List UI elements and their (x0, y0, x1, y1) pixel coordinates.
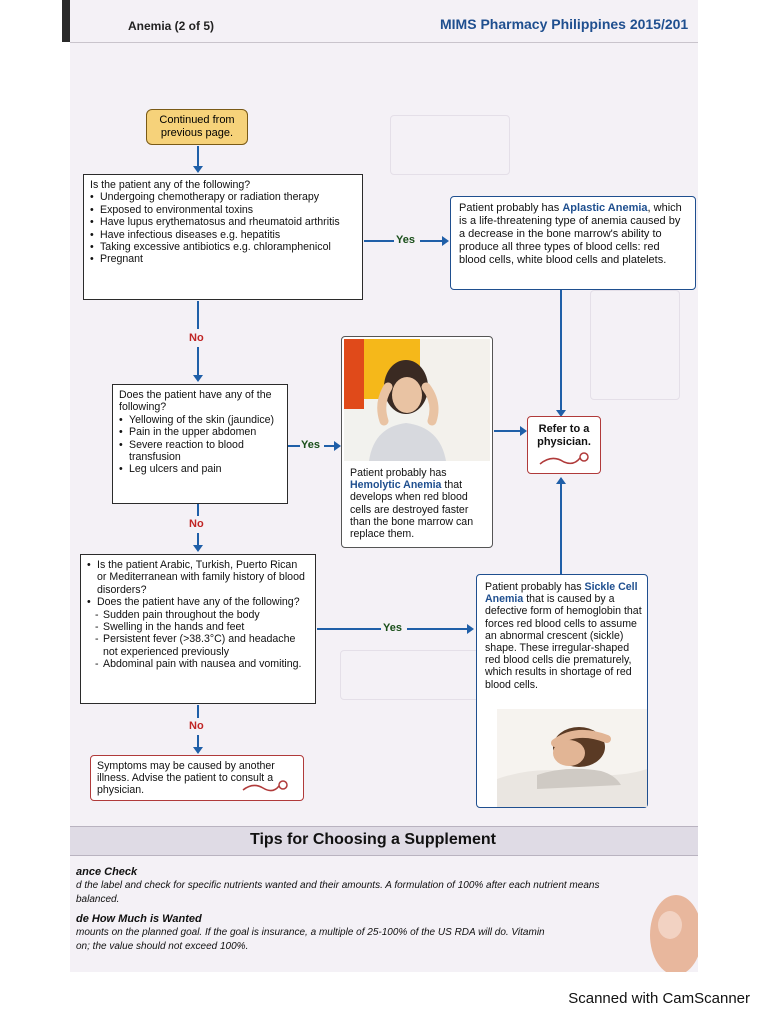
flow-connector (560, 484, 562, 574)
result-box-sickle-cell-anemia: Patient probably has Sickle Cell Anemia … (476, 574, 648, 808)
arrow-head (193, 375, 203, 382)
stethoscope-icon (539, 452, 589, 465)
flow-connector (197, 347, 199, 375)
arrow-head (442, 236, 449, 246)
arrow-head (334, 441, 341, 451)
arrow-head (193, 545, 203, 552)
arrow-head (193, 166, 203, 173)
sub-list-item: Sudden pain throughout the body (95, 609, 309, 622)
condition-name: Hemolytic Anemia (350, 479, 442, 492)
result-text-pre: Patient probably has (485, 581, 585, 593)
question-box-sickle-risk: Is the patient Arabic, Turkish, Puerto R… (80, 554, 316, 704)
list-item: Taking excessive antibiotics e.g. chlora… (90, 241, 356, 254)
list-item: Severe reaction to blood transfusion (119, 439, 281, 464)
sub-list-item: Persistent fever (>38.3°C) and headache … (95, 633, 309, 658)
continued-note: Continued from previous page. (146, 109, 248, 145)
list-item: Have infectious diseases e.g. hepatitis (90, 229, 356, 242)
flow-connector (364, 240, 394, 242)
stethoscope-icon (242, 780, 288, 792)
scanned-page: Anemia (2 of 5) MIMS Pharmacy Philippine… (70, 0, 698, 972)
result-box-aplastic-anemia: Patient probably has Aplastic Anemia, wh… (450, 196, 696, 290)
arrow-head (520, 426, 527, 436)
header-rule (70, 42, 698, 43)
arrow-head (556, 410, 566, 417)
condition-name: Sickle Cell Anemia (485, 581, 638, 606)
question-box-risk-factors: Is the patient any of the following? Und… (83, 174, 363, 300)
question-box-symptoms: Does the patient have any of the followi… (112, 384, 288, 504)
list-item: Pregnant (90, 253, 356, 266)
no-label: No (189, 518, 204, 530)
arrow-head (467, 624, 474, 634)
yes-label: Yes (396, 234, 415, 246)
photo-woman-lying-ill (497, 709, 647, 807)
no-label: No (189, 720, 204, 732)
list-item: Undergoing chemotherapy or radiation the… (90, 191, 356, 204)
yes-label: Yes (301, 439, 320, 451)
flow-connector (197, 735, 199, 747)
result-text-post: that is caused by a defective form of he… (485, 593, 642, 691)
sub-list-item: Abdominal pain with nausea and vomiting. (95, 658, 309, 671)
tip-heading: ance Check (76, 866, 138, 878)
flow-connector (288, 445, 300, 447)
advice-text: Symptoms may be caused by another illnes… (97, 760, 275, 796)
tip-heading: de How Much is Wanted (76, 913, 202, 925)
scanner-watermark: Scanned with CamScanner (568, 990, 750, 1007)
result-text-post: , which is a life-threatening type of an… (459, 202, 682, 266)
list-item: Leg ulcers and pain (119, 463, 281, 476)
flow-connector (420, 240, 442, 242)
tip-text: mounts on the planned goal. If the goal … (76, 927, 545, 938)
refer-text: Refer to a physician. (537, 423, 591, 448)
bleed-through-box (390, 115, 510, 175)
tips-section-title: Tips for Choosing a Supplement (250, 831, 496, 848)
list-item: Exposed to environmental toxins (90, 204, 356, 217)
tip-text: balanced. (76, 894, 120, 905)
result-text-pre: Patient probably has (350, 467, 447, 479)
list-item: Pain in the upper abdomen (119, 426, 281, 439)
tips-section-banner (70, 826, 698, 856)
refer-to-physician-box: Refer to a physician. (527, 416, 601, 474)
list-item: Is the patient Arabic, Turkish, Puerto R… (87, 559, 309, 596)
hemolytic-text: Patient probably has Hemolytic Anemia th… (350, 467, 488, 540)
list-item: Yellowing of the skin (jaundice) (119, 414, 281, 427)
tip-text: d the label and check for specific nutri… (76, 880, 600, 891)
sub-list-item: Swelling in the hands and feet (95, 621, 309, 634)
no-label: No (189, 332, 204, 344)
running-header-title: Anemia (2 of 5) (128, 19, 215, 33)
condition-name: Aplastic Anemia (562, 202, 648, 214)
result-text-post: that develops when red blood cells are d… (350, 479, 474, 541)
arrow-head (556, 477, 566, 484)
bleed-through-box (590, 290, 680, 400)
page-edge-strip (62, 0, 70, 42)
thumb-image (650, 895, 698, 972)
flow-connector (317, 628, 381, 630)
flow-connector (560, 290, 562, 412)
flow-connector (197, 146, 199, 166)
flow-connector (494, 430, 520, 432)
running-header-publication: MIMS Pharmacy Philippines 2015/201 (440, 16, 689, 32)
result-box-hemolytic-anemia: Patient probably has Hemolytic Anemia th… (341, 336, 493, 548)
arrow-head (193, 747, 203, 754)
flow-connector (197, 504, 199, 516)
photo-woman-headache (344, 339, 490, 461)
question-title: Is the patient any of the following? (90, 179, 251, 191)
yes-label: Yes (383, 622, 402, 634)
continued-note-text: Continued from previous page. (159, 114, 235, 139)
flow-connector (324, 445, 334, 447)
list-item: Have lupus erythematosus and rheumatoid … (90, 216, 356, 229)
sickle-text: Patient probably has Sickle Cell Anemia … (485, 581, 643, 691)
tip-text: on; the value should not exceed 100%. (76, 941, 249, 952)
flow-connector (197, 533, 199, 545)
list-item: Does the patient have any of the followi… (87, 596, 309, 609)
question-title: Does the patient have any of the followi… (119, 389, 272, 414)
flow-connector (197, 705, 199, 718)
advice-box-consult-physician: Symptoms may be caused by another illnes… (90, 755, 304, 801)
flow-connector (197, 301, 199, 329)
flow-connector (407, 628, 467, 630)
result-text-pre: Patient probably has (459, 202, 563, 214)
